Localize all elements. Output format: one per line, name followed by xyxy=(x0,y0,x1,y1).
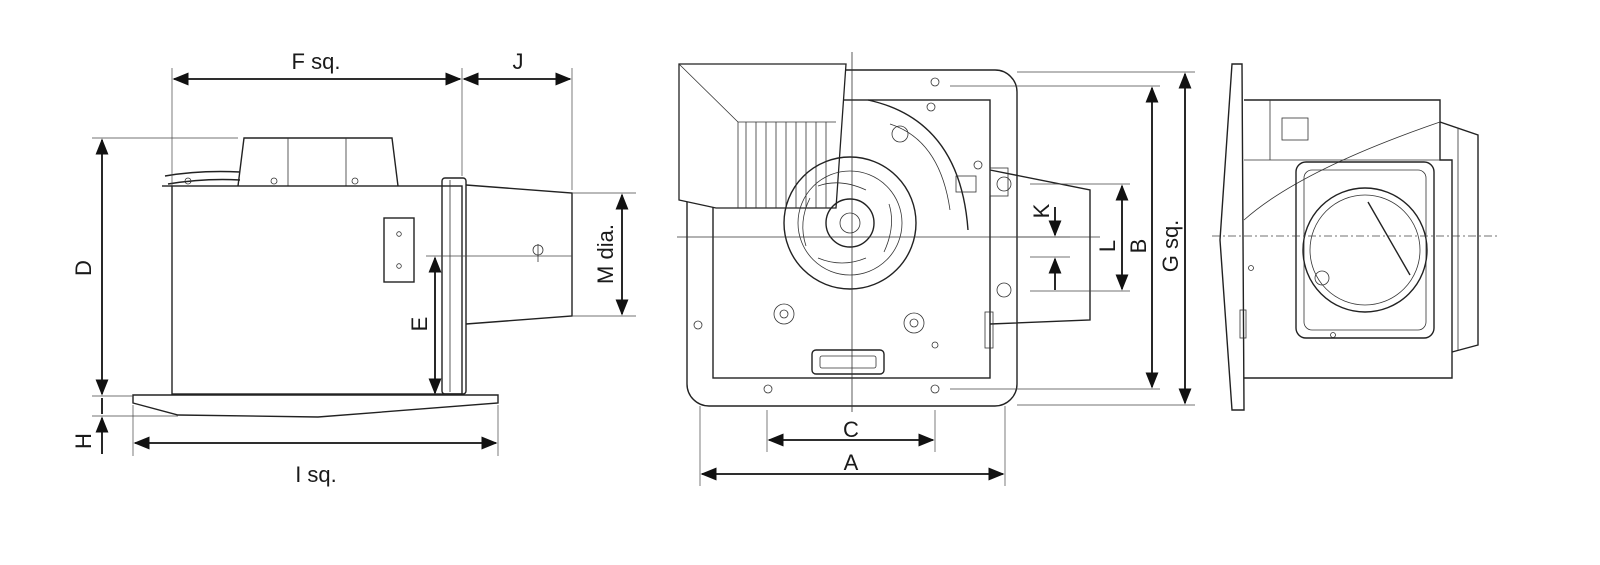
hood xyxy=(678,63,847,209)
top-duct xyxy=(989,169,1091,325)
fan-body xyxy=(171,185,463,395)
label-h: H xyxy=(71,433,96,449)
label-e: E xyxy=(407,317,432,332)
front-view xyxy=(1212,63,1500,411)
label-g: G sq. xyxy=(1158,220,1183,273)
fan-wheel xyxy=(783,156,917,290)
front-body xyxy=(1244,99,1453,379)
damper xyxy=(1302,187,1428,313)
label-j: J xyxy=(513,49,524,74)
grille-panel xyxy=(132,394,499,418)
side-plate xyxy=(441,177,467,395)
handle-slot xyxy=(811,349,885,375)
motor-housing xyxy=(237,137,399,187)
duct-adaptor xyxy=(465,184,573,325)
side-view: F sq. J D E H I sq. M dia. xyxy=(71,49,636,487)
front-duct-frame xyxy=(1295,161,1435,339)
front-grille-edge xyxy=(1219,63,1245,411)
label-f: F sq. xyxy=(292,49,341,74)
label-d: D xyxy=(71,260,96,276)
inner-body xyxy=(712,99,991,379)
label-b: B xyxy=(1126,239,1151,254)
label-i: I sq. xyxy=(295,462,337,487)
label-k: K xyxy=(1029,203,1054,218)
top-view: C A B G sq. L K xyxy=(677,52,1195,486)
label-l: L xyxy=(1095,240,1120,252)
terminal-box xyxy=(383,217,415,283)
label-c: C xyxy=(843,417,859,442)
label-a: A xyxy=(844,450,859,475)
label-m: M dia. xyxy=(593,224,618,284)
